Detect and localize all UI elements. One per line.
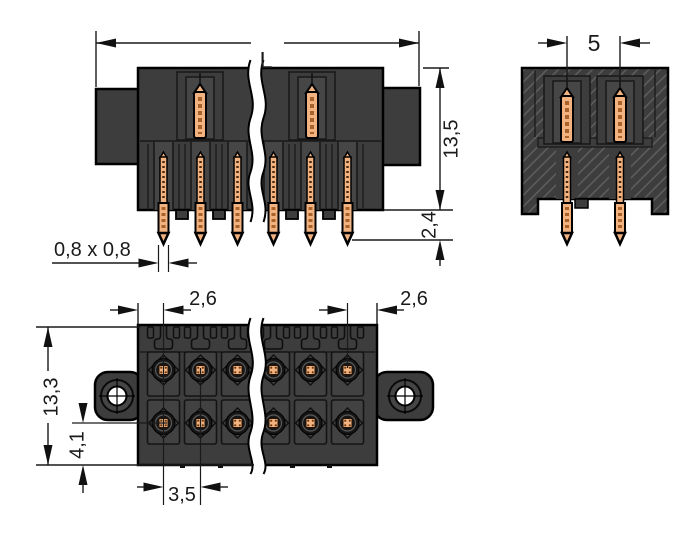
break-gap — [255, 60, 260, 222]
dimension-edge-to-pin-right: 2,6 — [319, 288, 428, 368]
section-view: 5 — [520, 30, 670, 246]
dimension-length: L — [95, 31, 420, 87]
solder-pin — [613, 150, 627, 246]
dimension-pin-cross-section: 0,8 x 0,8 — [52, 239, 197, 272]
side-right-flange — [377, 86, 422, 167]
dim-label-edge-left: 2,6 — [189, 288, 217, 310]
dim-label-height: 13,5 — [440, 120, 462, 159]
dimension-height: 13,5 — [384, 67, 462, 211]
solder-pin — [230, 150, 245, 246]
dimension-row-pitch: 5 — [538, 30, 650, 88]
dimension-pin-protrusion: 2,4 — [352, 211, 453, 266]
solder-pin — [156, 150, 171, 246]
dim-label-length: L — [260, 47, 273, 73]
solder-pin — [266, 150, 281, 246]
dim-label-edge-right: 2,6 — [400, 288, 428, 310]
dimension-row-offset: 4,1 — [66, 403, 167, 493]
solder-pin — [303, 150, 318, 246]
dim-label-row-offset: 4,1 — [66, 431, 88, 459]
front-view: 2,6 2,6 13,3 4,1 — [36, 288, 435, 506]
side-view: L 13,5 2,4 0,8 x 0,8 — [52, 31, 462, 272]
top-pin — [175, 70, 225, 142]
top-pin — [287, 70, 337, 142]
mounting-flange-right — [372, 370, 435, 422]
dimension-front-height: 13,3 — [36, 326, 254, 466]
dim-label-pin-pitch: 3,5 — [168, 484, 196, 506]
dim-label-pin-protrusion: 2,4 — [418, 211, 440, 239]
solder-pin — [340, 150, 355, 246]
solder-pin — [193, 150, 208, 246]
dimension-pin-pitch: 3,5 — [137, 368, 228, 506]
dimension-edge-to-pin-left: 2,6 — [110, 288, 217, 505]
dim-label-front-height: 13,3 — [40, 378, 62, 417]
mounting-flange-left — [93, 370, 145, 422]
break-gap — [255, 318, 260, 474]
solder-pin — [560, 150, 574, 246]
side-left-flange — [94, 87, 142, 166]
dim-label-pin-cross-section: 0,8 x 0,8 — [54, 239, 131, 261]
dim-label-row-pitch: 5 — [588, 30, 601, 56]
